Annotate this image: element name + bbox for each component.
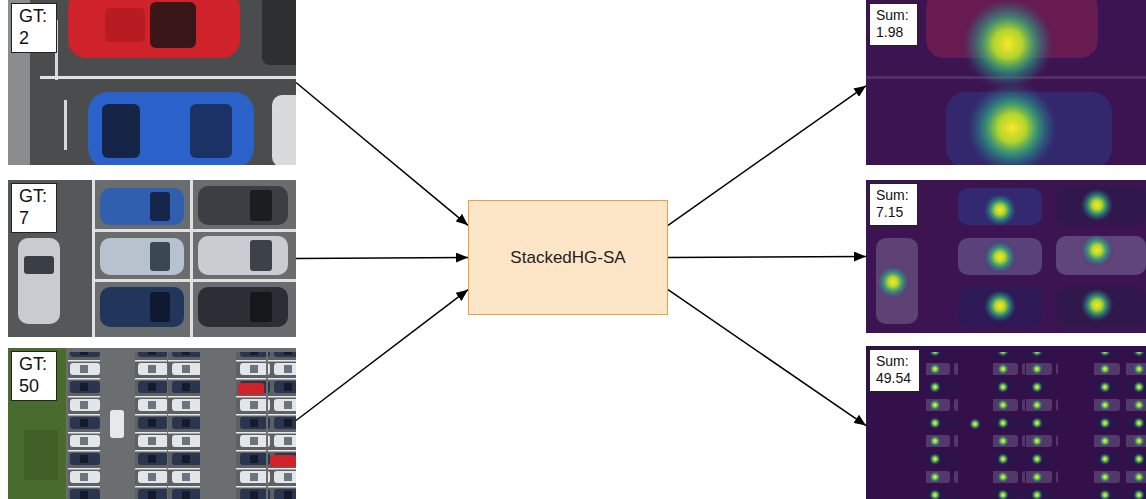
arrow-connector [296, 83, 468, 226]
parking-photo [8, 0, 296, 165]
density-map [866, 346, 1146, 499]
output-map: Sum: 49.54 [866, 346, 1146, 499]
ground-truth-label: GT: 2 [11, 3, 57, 53]
arrow-connector [668, 257, 866, 258]
process-box: StackedHG-SA [468, 200, 668, 315]
output-map: Sum: 7.15 [866, 180, 1146, 333]
density-map [866, 180, 1146, 333]
input-image: GT: 7 [8, 180, 296, 337]
input-image: GT: 50 [8, 348, 296, 499]
ground-truth-label: GT: 7 [11, 183, 57, 233]
arrow-connector [668, 290, 866, 426]
parking-photo [8, 348, 296, 499]
ground-truth-label: GT: 50 [11, 351, 57, 401]
count-label: Sum: 1.98 [869, 3, 918, 46]
count-label: Sum: 7.15 [869, 183, 918, 226]
process-label: StackedHG-SA [510, 248, 625, 268]
density-map [866, 0, 1146, 165]
arrow-connector [296, 258, 468, 259]
count-label: Sum: 49.54 [869, 349, 920, 392]
arrow-connector [668, 86, 866, 226]
output-map: Sum: 1.98 [866, 0, 1146, 165]
parking-photo [8, 180, 296, 337]
arrow-connector [296, 290, 468, 421]
input-image: GT: 2 [8, 0, 296, 165]
